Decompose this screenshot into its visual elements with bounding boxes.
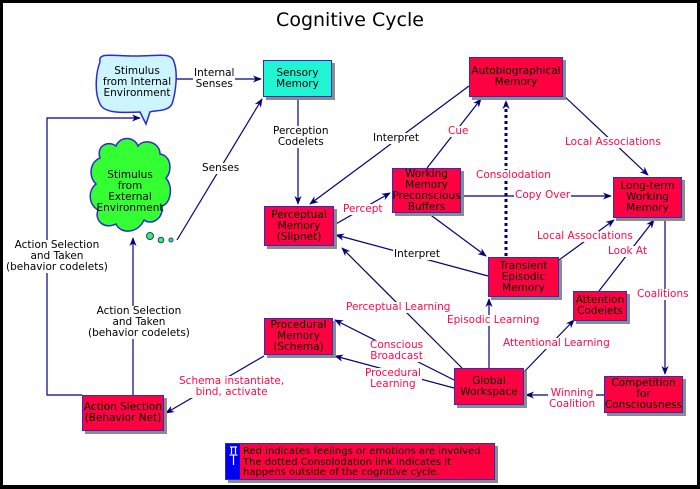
label-local-associations-top: Local Associations (564, 136, 662, 148)
pushpin-icon (226, 444, 240, 479)
stimulus-external-label: Stimulus from External Environment (96, 169, 164, 214)
stimulus-internal-label: Stimulus from Internal Environment (102, 65, 172, 99)
node-sensory-memory[interactable]: Sensory Memory (263, 60, 332, 97)
node-perceptual-memory[interactable]: Perceptual Memory (Slipnet) (264, 206, 334, 246)
diagram-title: Cognitive Cycle (276, 9, 424, 31)
node-attention-codelets[interactable]: Attention Codelets (573, 291, 627, 321)
legend-note: Red indicates feelings or emotions are i… (225, 443, 495, 480)
label-episodic-learning: Episodic Learning (446, 314, 541, 326)
thought-bubble-medium (157, 236, 165, 244)
node-procedural-memory[interactable]: Procedural Memory (Schema) (264, 318, 333, 355)
node-autobiographical-memory[interactable]: Autobiographical Memory (469, 57, 563, 97)
label-action-selection-left: Action Selection and Taken (behavior cod… (5, 239, 109, 273)
label-perception-codelets: Perception Codelets (272, 125, 330, 148)
node-long-term-working-memory[interactable]: Long-term Working Memory (613, 177, 682, 218)
thought-bubble-small (168, 237, 174, 243)
label-interpret-top: Interpret (372, 132, 420, 144)
label-winning-coalition: Winning Coalition (548, 387, 597, 410)
label-copy-over: Copy Over (514, 189, 572, 201)
thought-bubble-large (146, 232, 154, 240)
label-senses: Senses (201, 162, 241, 174)
link-interpret-top (309, 85, 470, 205)
label-consolidation: Consolodation (475, 169, 552, 181)
label-percept: Percept (342, 203, 384, 215)
label-interpret-mid: Interpret (393, 248, 441, 260)
label-coalitions: Coalitions (636, 288, 690, 300)
link-wm-to-transient (427, 212, 487, 257)
node-transient-episodic-memory[interactable]: Transient Episodic Memory (488, 257, 559, 297)
label-look-at: Look At (607, 245, 649, 257)
stimulus-external-cloud (89, 137, 172, 232)
label-schema-instantiate: Schema instantiate, bind, activate (178, 375, 286, 398)
label-conscious-broadcast: Conscious Broadcast (369, 339, 425, 362)
node-action-selection[interactable]: Action Slection (Behavior Net) (82, 395, 164, 431)
label-perceptual-learning: Perceptual Learning (345, 301, 452, 313)
label-internal-senses: Internal Senses (193, 67, 236, 90)
node-competition-for-consciousness[interactable]: Competition for Consciousness (604, 376, 683, 413)
node-working-memory[interactable]: Working Memory Preconscious Buffers (392, 167, 461, 213)
link-local-associations-top (562, 94, 649, 176)
label-action-selection-mid: Action Selection and Taken (behavior cod… (87, 305, 191, 339)
label-cue: Cue (447, 125, 470, 137)
node-global-workspace[interactable]: Global Workspace (454, 368, 524, 405)
legend-text: Red indicates feelings or emotions are i… (243, 446, 484, 478)
label-procedural-learning: Procedural Learning (364, 367, 422, 390)
stimulus-internal-bubble (95, 54, 177, 126)
label-attentional-learning: Attentional Learning (502, 337, 611, 349)
label-local-associations-mid: Local Associations (536, 230, 634, 242)
